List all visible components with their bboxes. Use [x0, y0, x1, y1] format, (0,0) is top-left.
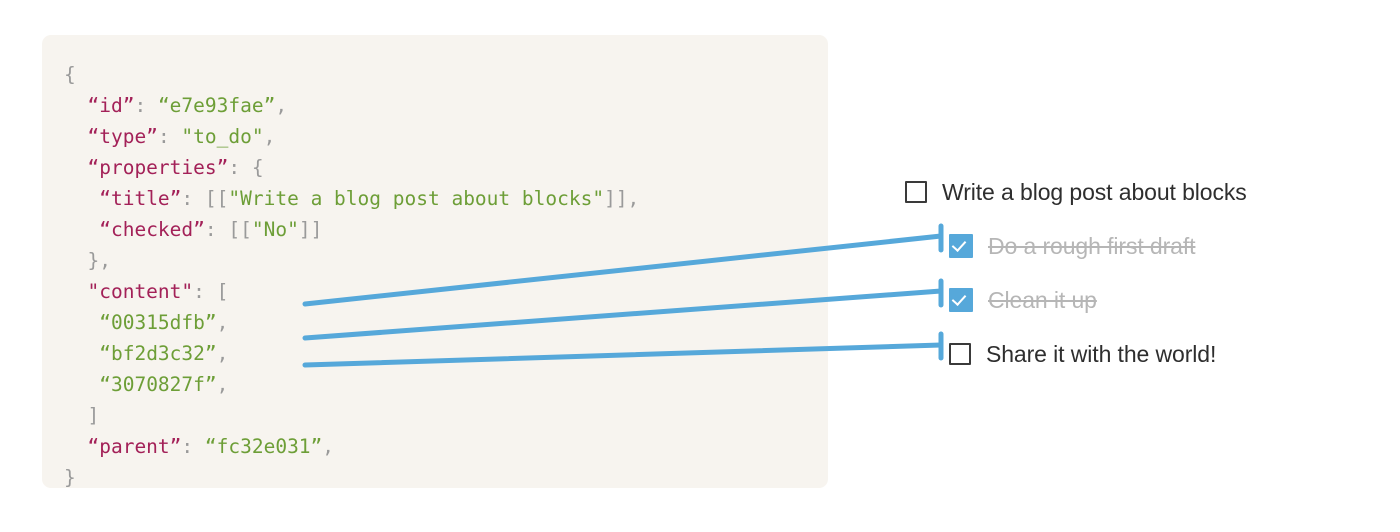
todo-checklist: Write a blog post about blocks Do a rough… — [905, 165, 1375, 381]
code-token-key: "content" — [87, 280, 194, 303]
code-line: “3070827f”, — [64, 369, 639, 400]
code-token-punct: , — [263, 125, 276, 148]
code-token-str: "No" — [251, 218, 299, 241]
todo-label[interactable]: Clean it up — [988, 286, 1097, 313]
code-token-punct: } — [64, 466, 76, 489]
code-token-key: “id” — [87, 94, 135, 117]
code-token-punct: { — [64, 63, 76, 86]
code-token-str: "Write a blog post about blocks" — [228, 187, 605, 210]
todo-label[interactable]: Write a blog post about blocks — [942, 178, 1247, 205]
checkbox-checked-icon[interactable] — [949, 288, 973, 312]
json-code-panel: { “id”: “e7e93fae”, “type”: "to_do", “pr… — [42, 35, 828, 489]
code-line: “00315dfb”, — [64, 307, 639, 338]
code-token-punct: : [ — [193, 280, 229, 303]
code-token-punct — [64, 342, 99, 365]
code-token-punct: , — [322, 435, 335, 458]
code-token-punct — [64, 435, 87, 458]
code-line: }, — [64, 245, 639, 276]
code-line: { — [64, 59, 639, 90]
code-line: “parent”: “fc32e031”, — [64, 431, 639, 462]
code-token-str: “00315dfb” — [99, 311, 217, 334]
checkbox-unchecked-icon[interactable] — [905, 181, 927, 203]
code-token-punct: ]] — [298, 218, 323, 241]
todo-row[interactable]: Share it with the world! — [905, 327, 1375, 381]
todo-row[interactable]: Do a rough first draft — [905, 219, 1375, 273]
code-token-punct — [64, 94, 87, 117]
code-token-key: “type” — [87, 125, 158, 148]
code-token-punct: , — [216, 373, 229, 396]
code-line: "content": [ — [64, 276, 639, 307]
code-token-punct — [64, 156, 87, 179]
code-line: “properties”: { — [64, 152, 639, 183]
code-token-key: “parent” — [87, 435, 182, 458]
code-token-punct — [64, 125, 87, 148]
todo-label[interactable]: Do a rough first draft — [988, 232, 1196, 259]
code-token-punct: , — [216, 311, 229, 334]
checkbox-checked-icon[interactable] — [949, 234, 973, 258]
code-token-punct: , — [216, 342, 229, 365]
todo-row[interactable]: Clean it up — [905, 273, 1375, 327]
code-line: ] — [64, 400, 639, 431]
code-token-key: “checked” — [99, 218, 205, 241]
code-line: “type”: "to_do", — [64, 121, 639, 152]
code-token-punct — [64, 311, 99, 334]
code-token-punct — [64, 218, 99, 241]
code-token-punct: : — [181, 435, 205, 458]
code-token-key: “title” — [99, 187, 182, 210]
code-line: } — [64, 462, 639, 493]
code-token-str: “bf2d3c32” — [99, 342, 217, 365]
code-token-punct: : [[ — [204, 218, 252, 241]
code-token-str: “fc32e031” — [204, 435, 323, 458]
code-token-punct: ] — [64, 404, 100, 427]
code-token-punct — [64, 373, 99, 396]
code-token-key: “properties” — [87, 156, 229, 179]
code-token-punct: : [[ — [181, 187, 229, 210]
code-token-punct: ]], — [604, 187, 640, 210]
code-token-punct: : — [134, 94, 158, 117]
code-token-punct: : { — [228, 156, 264, 179]
code-line: “bf2d3c32”, — [64, 338, 639, 369]
code-line: “title”: [["Write a blog post about bloc… — [64, 183, 639, 214]
code-token-punct: , — [275, 94, 288, 117]
code-token-punct — [64, 187, 99, 210]
code-token-punct — [64, 280, 87, 303]
check-mark-icon — [951, 290, 967, 307]
code-line: “id”: “e7e93fae”, — [64, 90, 639, 121]
code-token-punct: : — [157, 125, 182, 148]
checkbox-unchecked-icon[interactable] — [949, 343, 971, 365]
json-code-block: { “id”: “e7e93fae”, “type”: "to_do", “pr… — [64, 59, 639, 493]
code-token-str: “3070827f” — [99, 373, 217, 396]
code-token-str: “e7e93fae” — [157, 94, 276, 117]
code-token-str: "to_do" — [181, 125, 264, 148]
todo-row[interactable]: Write a blog post about blocks — [905, 165, 1375, 219]
code-line: “checked”: [["No"]] — [64, 214, 639, 245]
todo-label[interactable]: Share it with the world! — [986, 340, 1217, 367]
code-token-punct: }, — [64, 249, 111, 272]
check-mark-icon — [951, 236, 967, 253]
